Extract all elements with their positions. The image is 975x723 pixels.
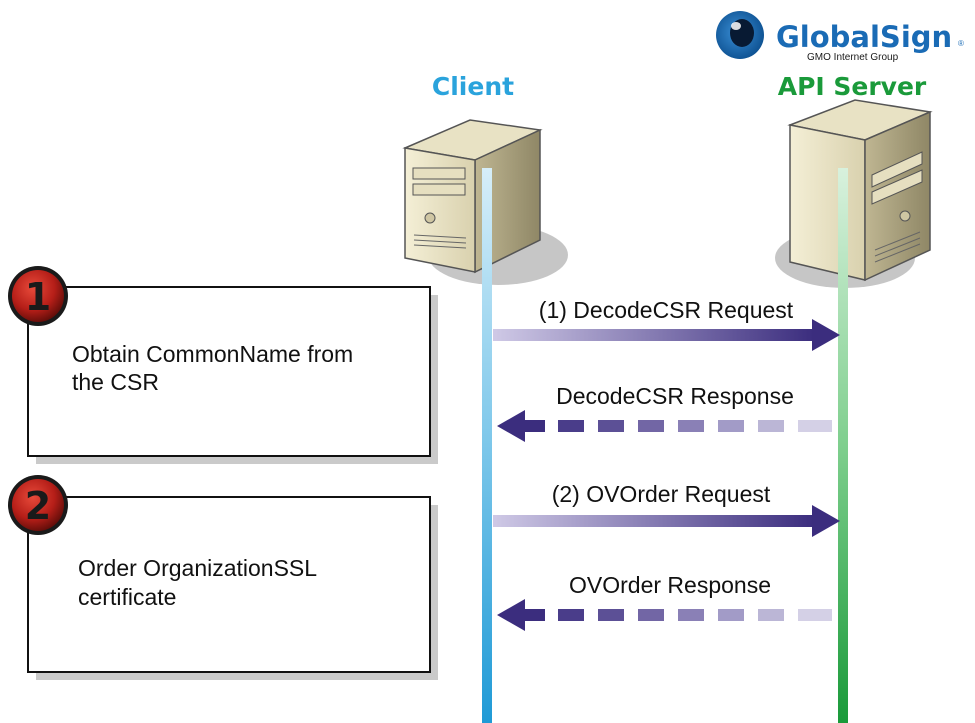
step-2-number: 2 bbox=[25, 484, 51, 528]
ovorder-response-arrow bbox=[497, 599, 832, 631]
client-computer-icon bbox=[402, 119, 568, 285]
ovorder-request-label: (2) OVOrder Request bbox=[552, 481, 771, 507]
step-2-text-line-2: certificate bbox=[78, 584, 176, 610]
globalsign-logo: GlobalSign ® GMO Internet Group bbox=[716, 11, 964, 63]
step-2-badge: 2 bbox=[8, 475, 68, 535]
step-1-badge: 1 bbox=[8, 266, 68, 326]
logo-brand: GlobalSign bbox=[776, 20, 952, 54]
step-1-text-line-1: Obtain CommonName from bbox=[72, 341, 353, 367]
decodecsr-response-arrow bbox=[497, 410, 832, 442]
step-2-box: Order OrganizationSSL certificate bbox=[27, 496, 438, 680]
decodecsr-request-arrow bbox=[493, 319, 840, 351]
client-title: Client bbox=[432, 72, 514, 101]
server-title: API Server bbox=[778, 72, 927, 101]
decodecsr-request-label: (1) DecodeCSR Request bbox=[539, 297, 794, 323]
ovorder-response-label: OVOrder Response bbox=[569, 572, 771, 598]
logo-tagline: GMO Internet Group bbox=[807, 52, 899, 63]
logo-reg-mark: ® bbox=[958, 39, 964, 48]
client-lifeline bbox=[482, 168, 492, 723]
step-1-text-line-2: the CSR bbox=[72, 369, 159, 395]
decodecsr-response-label: DecodeCSR Response bbox=[556, 383, 794, 409]
step-2-text-line-1: Order OrganizationSSL bbox=[78, 555, 317, 581]
ovorder-request-arrow bbox=[493, 505, 840, 537]
step-1-number: 1 bbox=[25, 275, 51, 319]
step-1-box: Obtain CommonName from the CSR bbox=[27, 286, 438, 464]
server-lifeline bbox=[838, 168, 848, 723]
server-computer-icon bbox=[775, 99, 933, 288]
